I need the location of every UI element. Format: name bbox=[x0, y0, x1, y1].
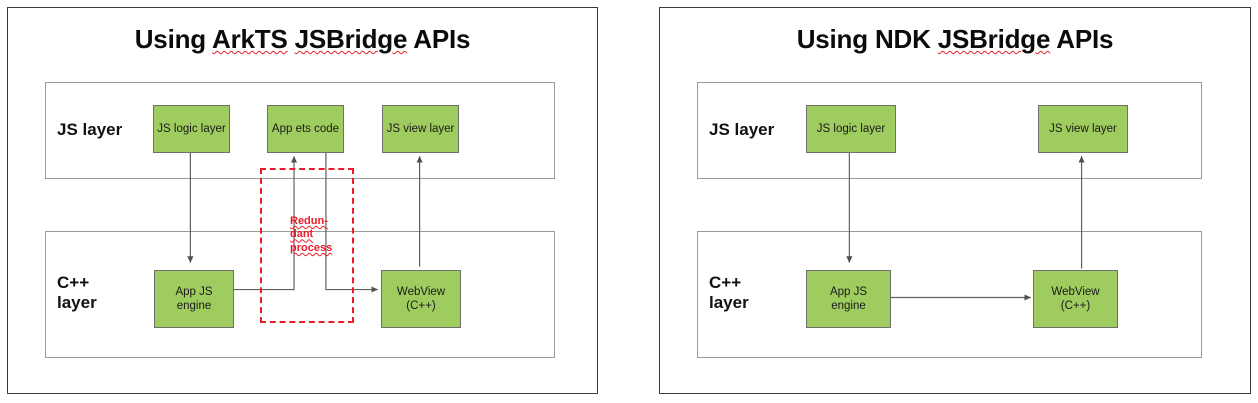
layer-box-cpp-arkts bbox=[45, 231, 555, 358]
title-prefix: Using bbox=[796, 24, 875, 54]
layer-label-js-arkts: JS layer bbox=[57, 120, 123, 139]
title-mid bbox=[288, 24, 295, 54]
node-app-ets-code-arkts[interactable]: App ets code bbox=[267, 105, 344, 153]
node-js-view-layer-ndk[interactable]: JS view layer bbox=[1038, 105, 1128, 153]
title-suffix: APIs bbox=[407, 24, 471, 54]
node-webview-arkts[interactable]: WebView (C++) bbox=[381, 270, 461, 328]
layer-box-js-ndk bbox=[697, 82, 1202, 179]
title-word-jsbridge: JSBridge bbox=[937, 24, 1051, 54]
layer-label-cpp-arkts: C++ layer bbox=[57, 273, 97, 313]
layer-label-js-ndk: JS layer bbox=[709, 120, 775, 139]
redundant-process-label: Redun- dant process bbox=[290, 215, 333, 254]
node-js-logic-layer-ndk[interactable]: JS logic layer bbox=[806, 105, 896, 153]
title-suffix: APIs bbox=[1050, 24, 1114, 54]
panel-arkts-jsbridge: Using ArkTS JSBridge APIs JS layer C++ l… bbox=[7, 7, 598, 394]
layer-box-cpp-ndk bbox=[697, 231, 1202, 358]
title-word-arkts: ArkTS bbox=[212, 24, 288, 54]
panel-ndk-jsbridge: Using NDK JSBridge APIs JS layer C++ lay… bbox=[659, 7, 1251, 394]
title-mid bbox=[931, 24, 938, 54]
layer-label-cpp-ndk: C++ layer bbox=[709, 273, 749, 313]
node-app-js-engine-arkts[interactable]: App JS engine bbox=[154, 270, 234, 328]
title-prefix: Using bbox=[134, 24, 213, 54]
title-word-jsbridge: JSBridge bbox=[294, 24, 408, 54]
panel-title-ndk: Using NDK JSBridge APIs bbox=[660, 24, 1250, 55]
node-js-logic-layer-arkts[interactable]: JS logic layer bbox=[153, 105, 230, 153]
layer-box-js-arkts bbox=[45, 82, 555, 179]
panel-title-arkts: Using ArkTS JSBridge APIs bbox=[8, 24, 597, 55]
title-word-ndk: NDK bbox=[874, 24, 931, 54]
node-js-view-layer-arkts[interactable]: JS view layer bbox=[382, 105, 459, 153]
node-webview-ndk[interactable]: WebView (C++) bbox=[1033, 270, 1118, 328]
node-app-js-engine-ndk[interactable]: App JS engine bbox=[806, 270, 891, 328]
